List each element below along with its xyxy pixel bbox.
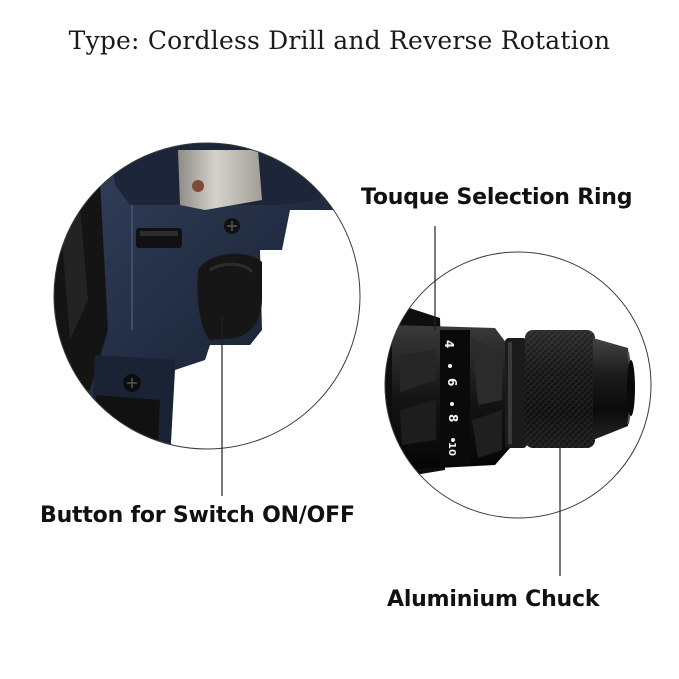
chuck-label: Aluminium Chuck [387, 587, 600, 612]
torque-scale-number: 8 [446, 414, 460, 422]
torque-scale-number: 4 [442, 340, 456, 348]
switch-detail-circle [53, 142, 361, 450]
chuck-detail-circle [384, 251, 652, 519]
torque-scale: 4 6 8 10 [442, 340, 460, 456]
torque-ring-label: Touque Selection Ring [361, 185, 633, 210]
torque-scale-number: 6 [445, 378, 459, 386]
torque-scale-number: 10 [446, 442, 457, 456]
page-title: Type: Cordless Drill and Reverse Rotatio… [68, 26, 611, 55]
switch-button-label: Button for Switch ON/OFF [40, 503, 355, 528]
